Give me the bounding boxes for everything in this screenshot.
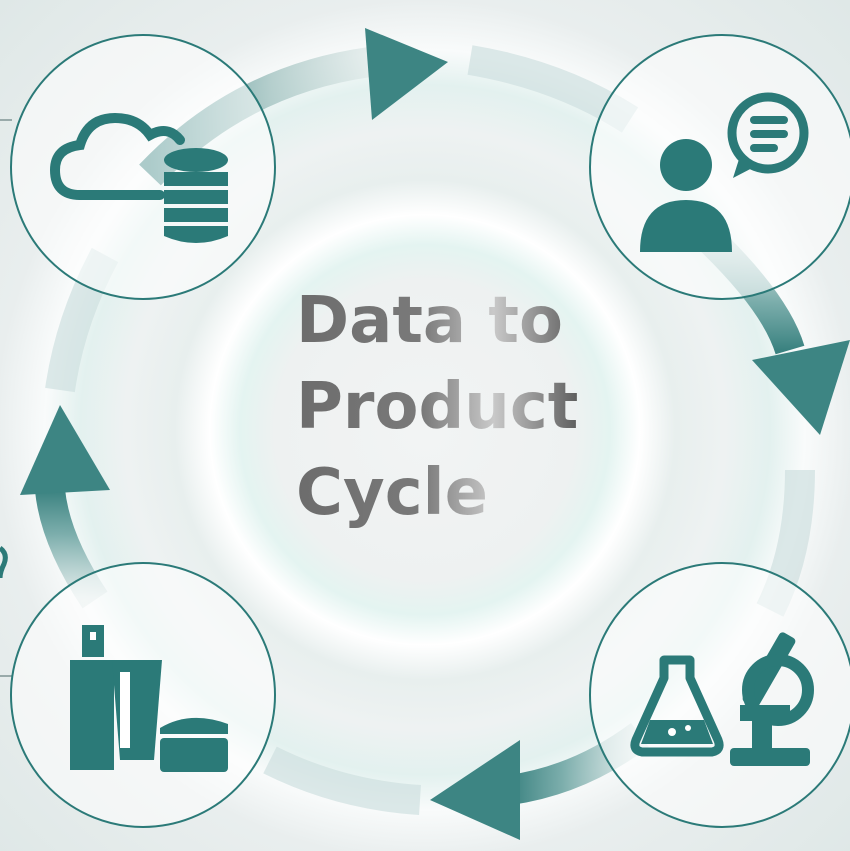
arrow-bottom (263, 722, 649, 840)
cosmetic-products-icon (70, 625, 228, 772)
stage-circle-feedback (589, 34, 850, 300)
title-line-1: Data to (296, 284, 563, 358)
left-edge-fragment (0, 546, 8, 579)
user-speech-bubble-icon (640, 92, 809, 252)
flask-microscope-icon (630, 632, 814, 766)
title-line-3: Cycle (296, 456, 488, 530)
arrow-left (20, 247, 119, 609)
cloud-database-icon (49, 112, 228, 243)
diagram-title: Data to Product Cycle (296, 278, 578, 536)
title-line-2: Product (296, 370, 579, 444)
